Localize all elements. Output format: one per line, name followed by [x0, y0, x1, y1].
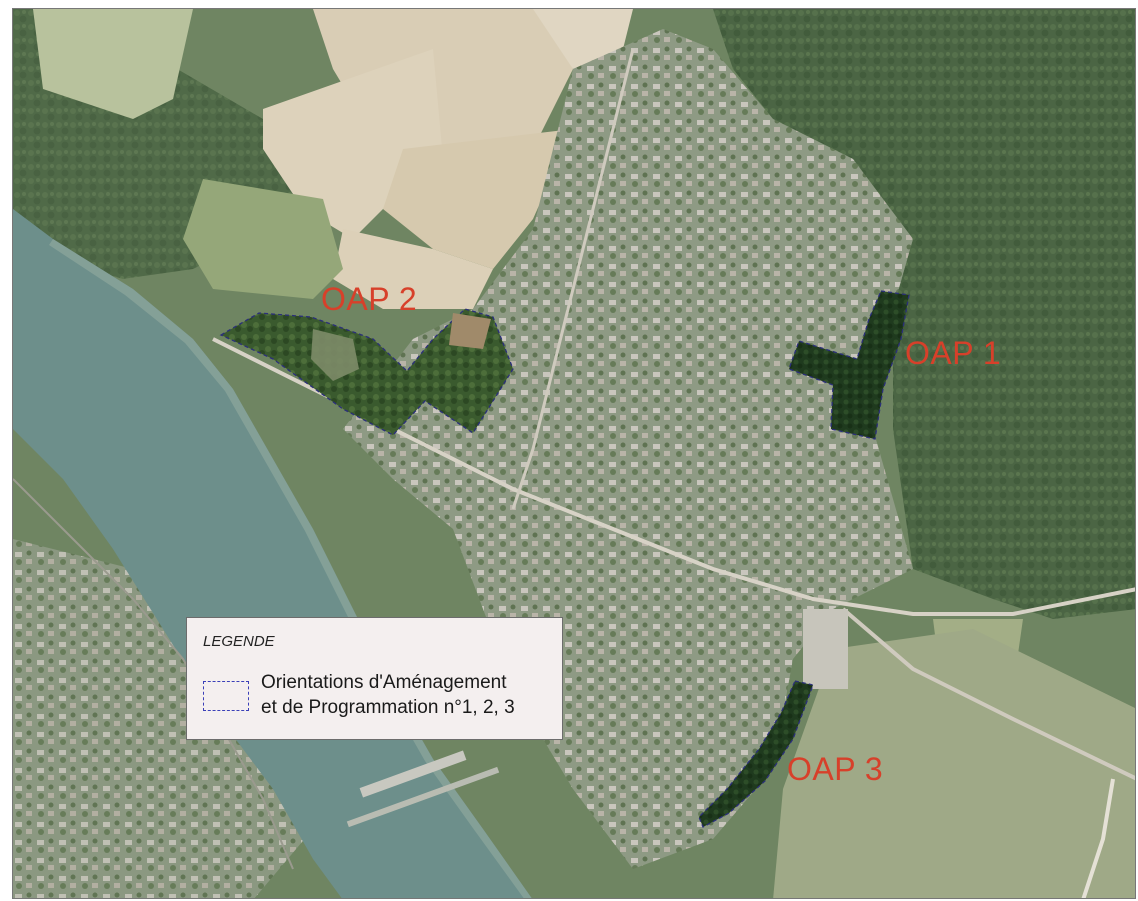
legend-dashed-swatch — [203, 681, 249, 711]
legend-entry-text: Orientations d'Aménagement et de Program… — [261, 670, 515, 720]
oap2-clearing — [311, 329, 359, 381]
aerial-map — [13, 9, 1135, 898]
legend-entry-line-1: Orientations d'Aménagement — [261, 672, 507, 693]
oap2-zone — [219, 308, 514, 436]
urban-area-west — [13, 539, 313, 898]
oap1-zone — [788, 290, 910, 440]
lock-channel — [346, 766, 500, 828]
oap2-label: OAP 2 — [321, 281, 418, 317]
road-east-ramp — [1081, 778, 1115, 898]
road-railway — [13, 478, 294, 870]
field-5 — [333, 229, 493, 309]
forest-east — [713, 9, 1135, 619]
oap2-meadow — [449, 313, 491, 349]
map-frame[interactable]: OAP 2 OAP 1 OAP 3 LEGENDE Orientations d… — [12, 8, 1136, 899]
field-4 — [383, 129, 573, 269]
oap3-label: OAP 3 — [787, 751, 884, 787]
field-1 — [33, 9, 193, 119]
legend-entry-line-2: et de Programmation n°1, 2, 3 — [261, 697, 515, 718]
parking-area — [803, 609, 848, 689]
road-north — [511, 48, 635, 510]
oap3-zone — [698, 680, 814, 828]
urban-area — [343, 29, 913, 869]
lock-structure — [359, 750, 467, 798]
map-legend: LEGENDE Orientations d'Aménagement et de… — [186, 617, 563, 740]
open-ground-southeast — [773, 629, 1135, 898]
field-7 — [183, 179, 343, 299]
oap1-label: OAP 1 — [905, 335, 1002, 371]
road-south — [841, 607, 1135, 781]
legend-title: LEGENDE — [203, 633, 275, 650]
